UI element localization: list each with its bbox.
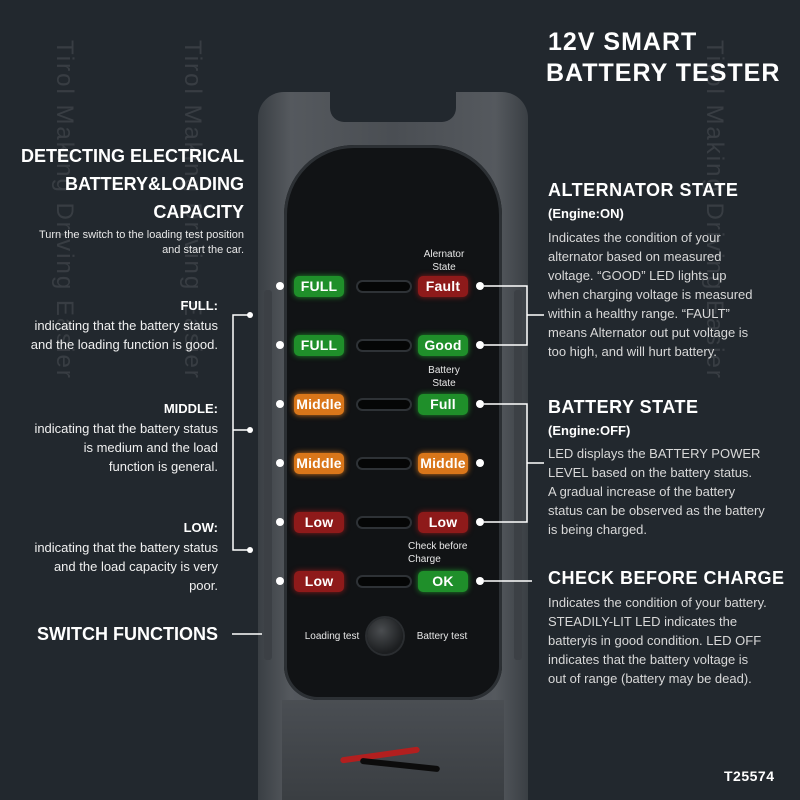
battery-line: status can be observed as the battery [548, 503, 765, 518]
middle-line: is medium and the load [83, 440, 218, 455]
heading-line: CAPACITY [153, 202, 244, 222]
led-right-fault: Fault [418, 276, 468, 297]
middle-label: MIDDLE: [163, 401, 218, 416]
led-slot [358, 459, 410, 468]
check-line: Indicates the condition of your battery. [548, 595, 767, 610]
alternator-subtitle: (Engine:ON) [548, 206, 624, 221]
led-right-good: Good [418, 335, 468, 356]
page-title: 12V SMART BATTERY TESTER [546, 28, 798, 88]
alternator-line: voltage. “GOOD” LED lights up [548, 268, 727, 283]
led-connector-dots [276, 282, 484, 585]
left-bullets [247, 312, 253, 553]
tag-line: State [432, 262, 456, 273]
left-heading: DETECTING ELECTRICAL BATTERY&LOADING CAP… [0, 142, 244, 226]
battery-line: A gradual increase of the battery [548, 484, 736, 499]
switch-functions-heading: SWITCH FUNCTIONS [37, 624, 218, 644]
check-before-charge-tag: Check before Charge [408, 540, 478, 566]
check-line: out of range (battery may be dead). [548, 671, 752, 686]
battery-state-tag: Battery State [416, 364, 472, 390]
heading-line: DETECTING ELECTRICAL [21, 146, 244, 166]
led-left-low-2: Low [294, 571, 344, 592]
led-right-middle: Middle [418, 453, 468, 474]
low-line: indicating that the battery status [34, 540, 218, 555]
led-right-low: Low [418, 512, 468, 533]
alternator-line: alternator based on measured [548, 249, 722, 264]
led-right-full: Full [418, 394, 468, 415]
right-brackets [232, 285, 544, 635]
full-line: indicating that the battery status [34, 318, 218, 333]
alternator-line: within a healthy range. “FAULT” [548, 306, 730, 321]
low-description: LOW: indicating that the battery status … [0, 520, 218, 595]
tester-top-notch [330, 92, 456, 122]
tester-side-groove [264, 290, 272, 660]
battery-section: BATTERY STATE (Engine:OFF) LED displays … [548, 397, 798, 539]
middle-description: MIDDLE: indicating that the battery stat… [0, 401, 218, 476]
alternator-line: Indicates the condition of your [548, 230, 721, 245]
led-slot [358, 282, 410, 291]
led-left-low-1: Low [294, 512, 344, 533]
low-line: poor. [189, 578, 218, 593]
battery-line: LEVEL based on the battery status. [548, 465, 753, 480]
low-line: and the load capacity is very [53, 559, 218, 574]
product-code: T25574 [724, 768, 775, 784]
alternator-line: too high, and will hurt battery. [548, 344, 717, 359]
led-left-middle-1: Middle [294, 394, 344, 415]
heading-line: BATTERY&LOADING [65, 174, 244, 194]
note-line: Turn the switch to the loading test posi… [38, 229, 244, 241]
check-line: batteryis in good condition. LED OFF [548, 633, 762, 648]
led-left-full-1: FULL [294, 276, 344, 297]
middle-line: function is general. [108, 459, 218, 474]
led-slot [358, 341, 410, 350]
battery-subtitle: (Engine:OFF) [548, 423, 631, 438]
full-description: FULL: indicating that the battery status… [0, 298, 218, 354]
battery-title: BATTERY STATE [548, 397, 699, 417]
tester-panel [284, 145, 502, 700]
battery-test-label: Battery test [416, 631, 468, 642]
middle-line: indicating that the battery status [34, 421, 218, 436]
battery-line: is being charged. [548, 522, 648, 537]
battery-line: LED displays the BATTERY POWER [548, 446, 761, 461]
led-slot [358, 400, 410, 409]
full-line: and the loading function is good. [30, 337, 218, 352]
led-right-ok: OK [418, 571, 468, 592]
mode-switch-knob [367, 618, 403, 654]
watermark-text: Tirol Making Driving Easier [51, 40, 78, 380]
tag-line: State [432, 378, 456, 389]
full-label: FULL: [180, 298, 218, 313]
check-line: indicates that the battery voltage is [548, 652, 749, 667]
led-left-full-2: FULL [294, 335, 344, 356]
led-left-middle-2: Middle [294, 453, 344, 474]
alternator-state-tag: Alernator State [412, 248, 476, 274]
alternator-line: means Alternator out put voltage is [548, 325, 749, 340]
note-line: and start the car. [162, 244, 244, 256]
watermark-text: Tirol Making Driving Easier [701, 40, 728, 380]
alternator-section: ALTERNATOR STATE (Engine:ON) Indicates t… [548, 180, 798, 361]
alternator-line: when charging voltage is measured [548, 287, 753, 302]
tag-line: Charge [408, 554, 441, 565]
low-label: LOW: [183, 520, 218, 535]
title-line: 12V SMART [548, 28, 698, 56]
left-heading-note: Turn the switch to the loading test posi… [0, 228, 244, 258]
check-line: STEADILY-LIT LED indicates the [548, 614, 738, 629]
led-slot [358, 518, 410, 527]
tag-line: Alernator [423, 249, 465, 260]
loading-test-label: Loading test [304, 631, 360, 642]
check-section: CHECK BEFORE CHARGE Indicates the condit… [548, 568, 800, 688]
alternator-title: ALTERNATOR STATE [548, 180, 739, 200]
tag-line: Battery [428, 365, 460, 376]
led-slot [358, 577, 410, 586]
tag-line: Check before [408, 541, 468, 552]
left-bracket [232, 314, 250, 551]
watermark-text: Tirol Making Driving Easier [179, 40, 206, 380]
title-line: BATTERY TESTER [546, 59, 781, 87]
tester-side-groove [514, 290, 522, 660]
check-title: CHECK BEFORE CHARGE [548, 568, 785, 588]
